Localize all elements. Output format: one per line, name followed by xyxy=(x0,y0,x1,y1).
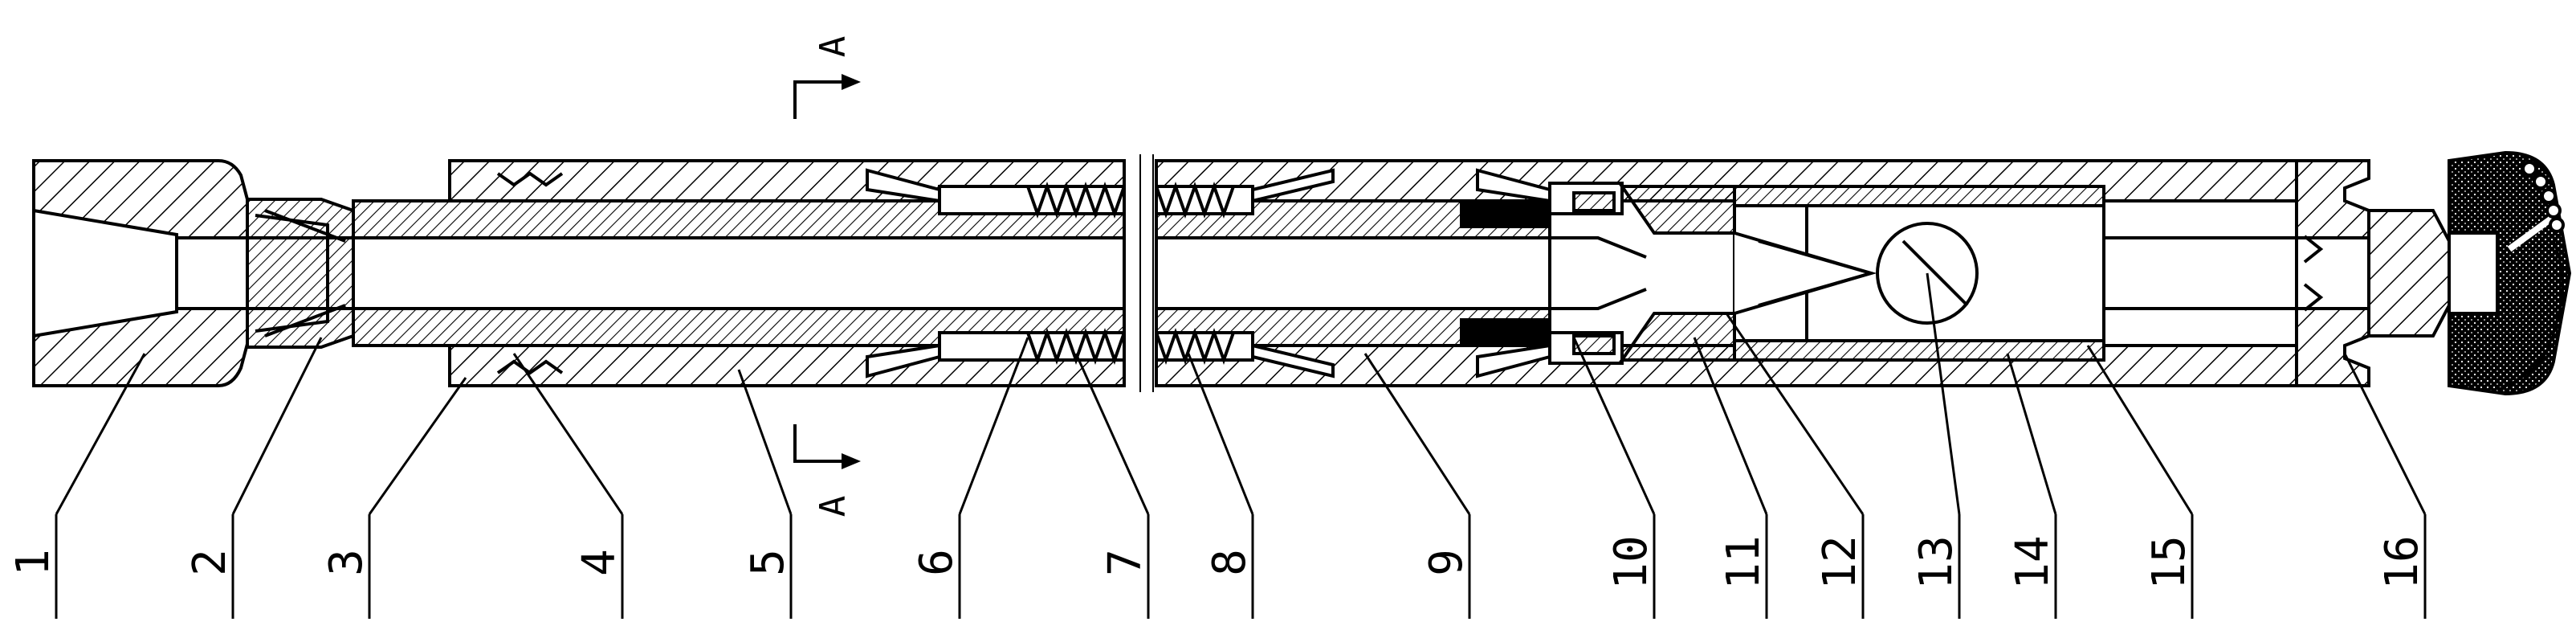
part-label-3: 3 xyxy=(320,549,373,576)
part-label-2: 2 xyxy=(184,549,236,576)
part-label-5: 5 xyxy=(742,549,794,576)
part-label-7: 7 xyxy=(1099,549,1151,576)
part-label-9: 9 xyxy=(1420,549,1473,576)
part-label-4: 4 xyxy=(573,549,626,576)
label-rules xyxy=(55,514,2427,619)
part-label-16: 16 xyxy=(2376,535,2428,589)
part-label-10: 10 xyxy=(1605,535,1657,589)
leader-lines xyxy=(55,272,2427,515)
part-label-13: 13 xyxy=(1910,535,1963,589)
part-label-6: 6 xyxy=(911,549,963,576)
adapter xyxy=(246,198,355,349)
part-label-12: 12 xyxy=(1814,535,1866,589)
part-label-11: 11 xyxy=(1718,535,1770,589)
bit-sub xyxy=(2295,159,2451,387)
outer-housing-right xyxy=(1155,159,2298,387)
section-letter-bottom: A xyxy=(813,496,854,518)
part-label-1: 1 xyxy=(7,549,59,576)
part-labels: 1 2 3 4 5 6 7 8 9 10 11 12 13 14 15 16 xyxy=(7,535,2428,589)
section-letter-top: A xyxy=(813,36,854,58)
ball-valve-chamber xyxy=(1733,185,2298,362)
part-label-15: 15 xyxy=(2143,535,2195,589)
seal-assembly xyxy=(1460,182,1736,365)
section-marker-top xyxy=(793,74,861,119)
part-label-8: 8 xyxy=(1204,549,1256,576)
drill-bit xyxy=(2448,150,2572,396)
central-mandrel xyxy=(352,199,1551,347)
part-label-14: 14 xyxy=(2007,535,2059,589)
outer-housing-left xyxy=(448,159,1126,387)
section-marker-bottom xyxy=(793,424,861,469)
